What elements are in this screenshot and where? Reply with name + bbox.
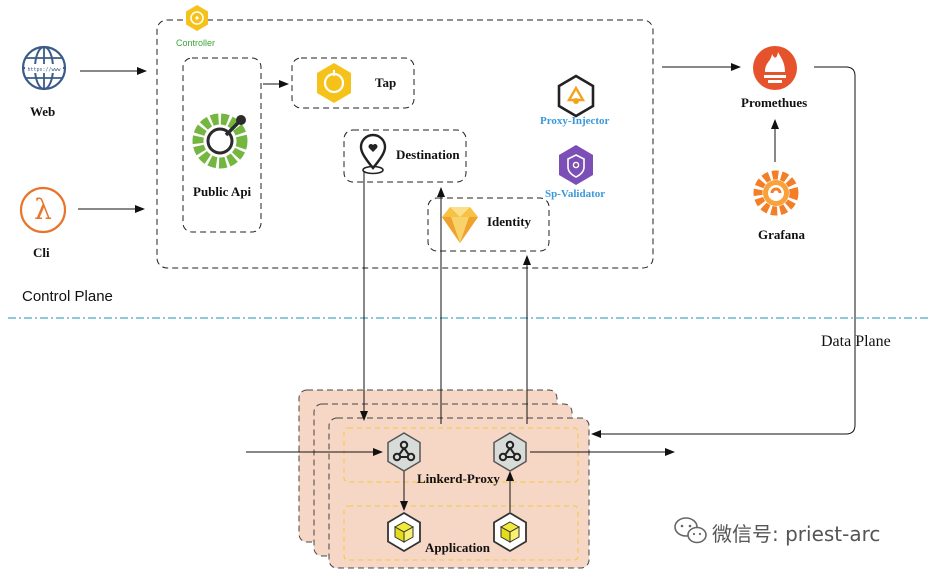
linkerd-proxy-icon-right [493,432,527,472]
prometheus-icon [753,46,797,90]
cli-label: Cli [33,245,50,260]
grafana-icon [753,170,799,216]
application-cube-icon-left [387,511,421,553]
control-plane-label: Control Plane [22,288,113,305]
data-plane-label: Data Plane [821,333,891,350]
sp-validator-label: Sp-Validator [545,188,606,200]
tap-label: Tap [375,75,397,90]
destination-pin-icon [359,133,387,175]
tap-icon [317,63,351,103]
controller-icon [186,5,208,31]
identity-gem-icon [442,207,478,243]
application-region [343,505,579,561]
control-plane-box [156,19,654,269]
globe-icon [21,45,67,91]
destination-label: Destination [396,147,460,162]
svg-text:λ: λ [34,193,52,226]
tap-box [291,57,415,109]
destination-box [343,129,467,183]
web-label: Web [30,104,56,119]
linkerd-proxy-region [343,427,579,483]
sp-validator-icon [559,145,593,185]
linkerd-proxy-icon-left [387,432,421,472]
linkerd-icon [192,113,248,169]
prometheus-to-proxy-arrow [591,66,856,438]
grafana-label: Grafana [758,227,805,242]
prometheus-label: Promethues [741,95,808,110]
proxy-injector-icon [557,74,595,118]
application-cube-icon-right [493,511,527,553]
wechat-icon [674,517,707,544]
web-url-text: https://www [27,67,61,73]
public-api-box [182,57,262,233]
watermark-text: 微信号: priest-arc [712,522,881,546]
public-api-label: Public Api [193,184,252,199]
proxy-injector-label: Proxy-Injector [540,115,610,127]
linkerd-proxy-label: Linkerd-Proxy [417,471,500,486]
controller-label: Controller [176,38,216,48]
identity-box [427,197,550,252]
application-label: Application [425,540,491,555]
identity-label: Identity [487,214,532,229]
lambda-icon: λ [19,186,67,234]
